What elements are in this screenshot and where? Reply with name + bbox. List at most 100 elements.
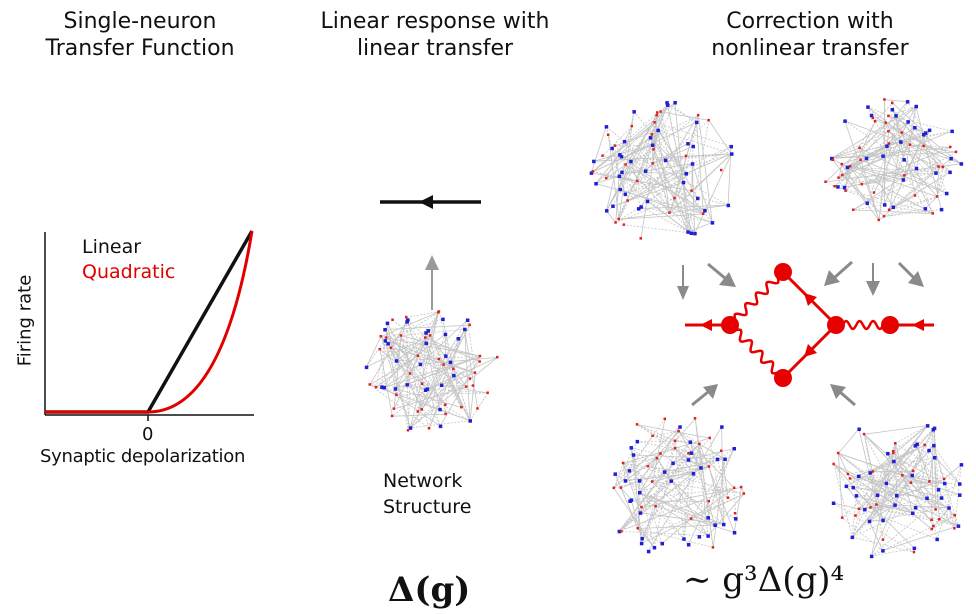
network-node [651,162,654,165]
network-node [720,168,723,172]
network-node [690,189,693,192]
network-node [945,191,949,196]
network-node [845,165,850,170]
network-edge [692,458,718,474]
network-edge [621,115,699,173]
network-node [437,357,441,361]
network-node [629,498,634,502]
network-node [730,152,734,156]
network-node [635,423,639,426]
network-edge [683,444,700,539]
network-node [857,474,861,479]
network-edge [655,506,724,525]
network-edge [395,355,481,390]
network-node [877,218,880,222]
network-node [742,492,746,495]
network-edge [895,425,928,444]
network-node [696,196,700,201]
network-node [378,347,381,351]
network-node [732,531,737,535]
network-edge [425,372,476,391]
network-node [673,196,676,200]
network-edge [837,115,897,187]
network-edge [907,101,944,168]
network-node [423,388,428,392]
network-node [912,546,917,551]
network-node [862,432,866,436]
network-node [707,499,710,503]
network-node [732,447,736,451]
network-node [619,154,624,159]
linear-curve [45,230,254,414]
network-edge [831,141,901,159]
network-edge [831,105,917,159]
network-edge [618,175,626,195]
network-node [646,464,650,468]
network-node [922,144,925,148]
network-edge [838,144,911,179]
network-edge [870,507,940,520]
network-node [901,474,904,477]
network-node [943,481,947,486]
network-node [636,527,639,530]
network-node [939,207,944,212]
network-edge [853,204,885,211]
network-edge [847,166,950,173]
network-node [460,405,463,409]
network-edge [678,431,735,489]
network-edge [851,445,934,538]
network-edge [699,443,726,460]
network-node [925,424,930,428]
network-node [892,459,896,464]
network-edge [833,463,870,522]
network-node [931,212,934,215]
network-edge [885,427,935,484]
network-node [592,159,596,164]
network-edge [606,175,620,179]
network-edge [687,120,710,232]
network-edge [637,528,663,544]
network-node [913,126,917,130]
network-node [859,158,862,161]
network-node [690,162,695,166]
network-edge [870,443,896,508]
transfer-axes [44,232,254,421]
network-edge [871,114,887,124]
network-edge [386,322,441,427]
network-edge [369,384,430,429]
network-edge [477,392,489,409]
network-node [617,529,622,534]
network-edge [618,170,646,220]
network-node [852,208,855,211]
network-edge [882,525,959,551]
legend-linear: Linear [82,236,142,258]
network-node [418,362,423,367]
network-edge [888,105,917,117]
network-node [699,466,703,470]
network-edge [595,155,687,184]
network-edge [864,509,938,540]
network-edge [694,418,709,536]
network-node [663,417,666,421]
network-node [932,426,937,431]
network-edge [870,470,914,509]
arrow-diag-top-right [824,260,853,286]
network-edge [708,501,736,519]
network-edge [406,317,409,431]
network-node [890,108,895,112]
network-node [695,120,699,125]
network-edge [954,464,962,529]
network-node [476,407,479,410]
network-edge [698,115,713,223]
network-edge [641,493,745,544]
network-node [648,136,653,140]
network-node [441,317,445,322]
network-edge [871,497,942,557]
network-edge [590,112,658,174]
network-node [604,176,608,180]
network-node [386,342,390,346]
network-node [915,442,919,446]
network-node [882,215,886,218]
network-edge [652,144,713,223]
network-node [632,110,636,114]
